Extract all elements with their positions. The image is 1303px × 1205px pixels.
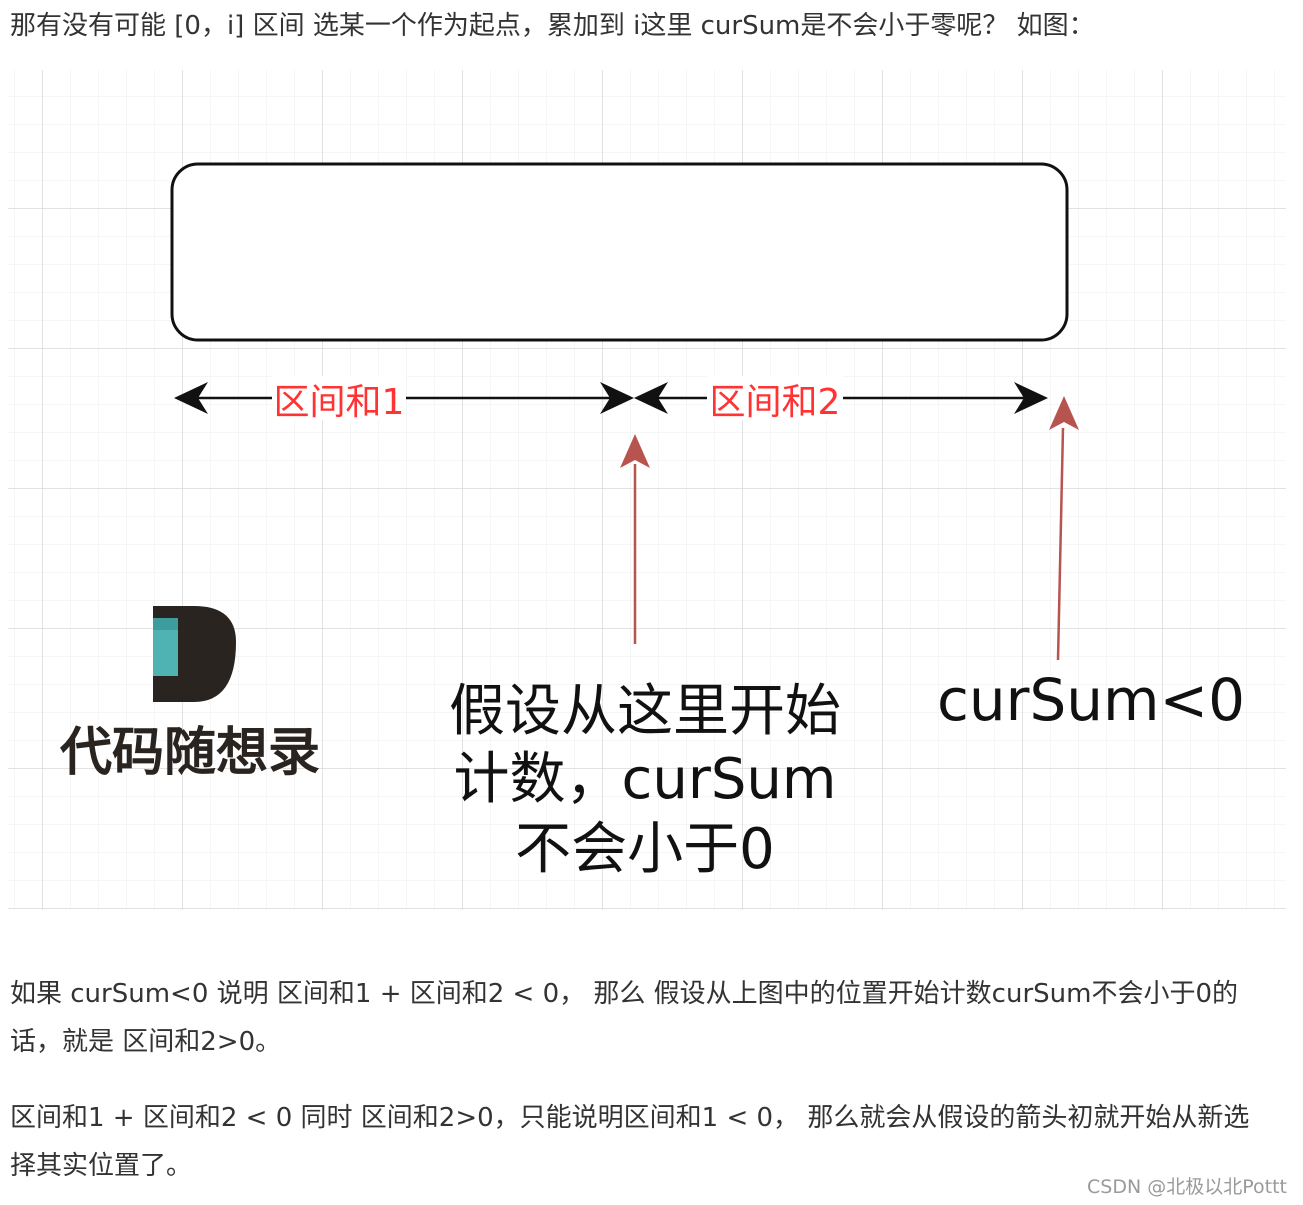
cursum-annotation: curSum<0	[937, 666, 1245, 734]
interval-diagram: 区间和1 区间和2 假设从这里开始 计数，curSum 不会小于0 curSum…	[8, 70, 1286, 910]
intro-text: 那有没有可能 [0，i] 区间 选某一个作为起点，累加到 i这里 curSum是…	[10, 11, 1095, 41]
watermark: CSDN @北极以北Pottt	[1087, 1176, 1287, 1198]
cursum-pointer-arrow	[1049, 396, 1079, 661]
interval1-label: 区间和1	[274, 382, 405, 423]
paragraph1-line2: 话，就是 区间和2>0。	[10, 1027, 282, 1057]
paragraph1-line1: 如果 curSum<0 说明 区间和1 + 区间和2 < 0， 那么 假设从上图…	[10, 979, 1238, 1009]
logo: 代码随想录	[59, 606, 320, 783]
logo-text: 代码随想录	[59, 722, 320, 783]
interval2-label: 区间和2	[710, 382, 841, 423]
paragraph2-line1: 区间和1 + 区间和2 < 0 同时 区间和2>0，只能说明区间和1 < 0， …	[10, 1103, 1250, 1133]
start-annotation-line3: 不会小于0	[515, 817, 775, 882]
start-annotation-line2: 计数，curSum	[454, 747, 837, 812]
paragraph2-line2: 择其实位置了。	[10, 1151, 193, 1181]
start-pointer-arrow	[620, 434, 650, 644]
start-annotation-line1: 假设从这里开始	[449, 679, 841, 744]
array-box	[170, 162, 1069, 342]
